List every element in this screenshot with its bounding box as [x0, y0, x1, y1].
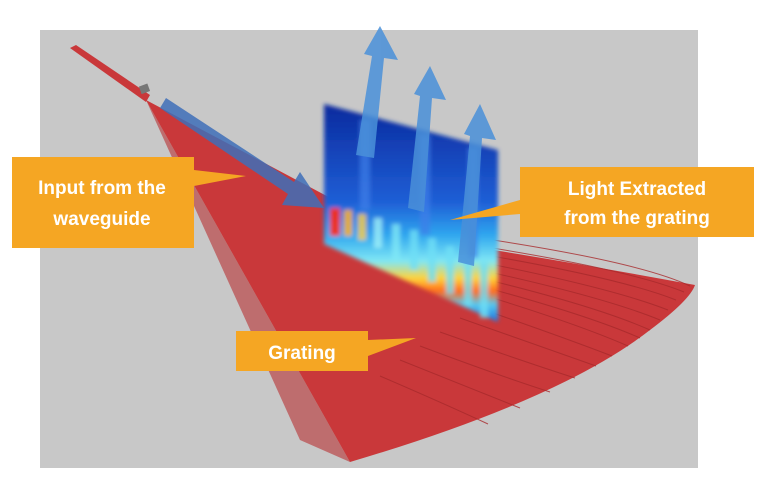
callout-extracted: Light Extracted from the grating — [450, 167, 754, 237]
callout-input-line1: Input from the — [38, 178, 166, 199]
callout-grating-label: Grating — [268, 343, 336, 364]
callout-input: Input from the waveguide — [12, 157, 246, 248]
input-arrow — [160, 98, 324, 208]
extracted-light-arrows — [356, 26, 496, 266]
taper-shade — [146, 100, 350, 462]
callout-extracted-line1: Light Extracted — [568, 179, 706, 200]
extracted-arrow-2 — [408, 66, 446, 212]
extracted-arrow-3 — [458, 104, 496, 266]
input-waveguide — [70, 45, 150, 102]
callout-extracted-line2: from the grating — [564, 208, 710, 229]
callout-input-line2: waveguide — [52, 209, 150, 230]
extracted-arrow-1 — [356, 26, 398, 158]
waveguide-tab — [138, 83, 151, 95]
callout-grating: Grating — [236, 331, 416, 371]
grating-lines — [379, 237, 691, 425]
